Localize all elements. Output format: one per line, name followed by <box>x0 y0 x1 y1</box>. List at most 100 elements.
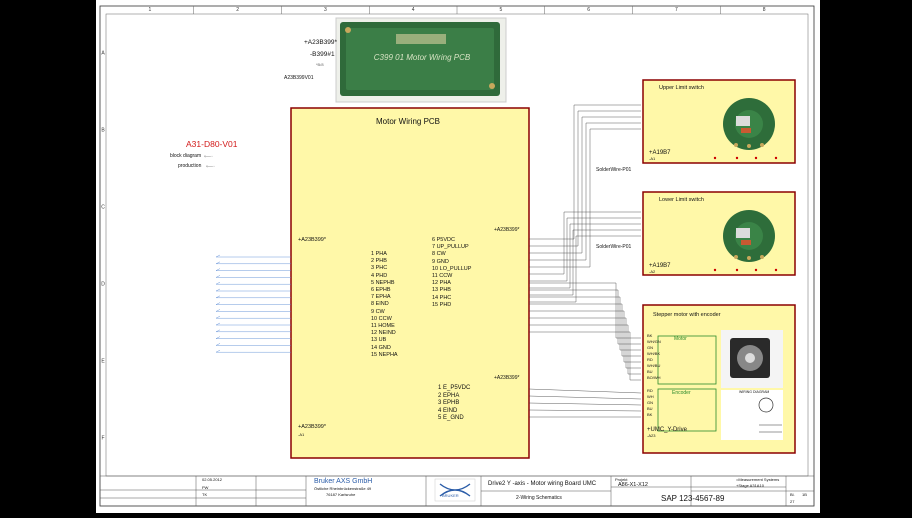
column-marker: 7 <box>675 7 678 13</box>
pin-label: 7 UP_PULLUP <box>432 244 469 251</box>
pin-label: WH/GN <box>647 339 661 344</box>
pin-label: 8 CW <box>432 251 446 258</box>
pcb-ref-right-top: +A23B399* <box>494 227 520 233</box>
pin-label: BK <box>647 333 653 338</box>
upper-switch-sub: -A1 <box>649 156 656 161</box>
pin-label: WH <box>647 394 654 399</box>
pin-label: 12 PHA <box>432 280 451 287</box>
pin-label: 9 CW <box>371 308 385 315</box>
pcb-ref-bottom: +A23B399* <box>298 424 326 430</box>
lower-limit-switch-box <box>642 191 796 276</box>
stepper-title: Stepper motor with encoder <box>653 312 721 318</box>
tb-subtitle: 2-Wiring Schematics <box>516 495 562 501</box>
ref-top-2: -B399#1 <box>310 51 335 58</box>
link-arrow-icon: ⟵◦ <box>206 164 215 170</box>
photo-caption: A23B399V01 <box>284 75 314 81</box>
ref-top-3: *B/8 <box>316 62 324 67</box>
pin-label: 2 EPHA <box>438 392 460 399</box>
pin-label: 1 PHA <box>371 251 387 257</box>
tb-sheets: 1B <box>802 492 807 497</box>
pcb-ref-right-bottom: +A23B399* <box>494 375 520 381</box>
bruker-logo <box>434 478 476 502</box>
pin-label: 2 PHB <box>371 258 387 265</box>
lower-switch-title: Lower Limit switch <box>659 197 704 203</box>
doc-id: A31-D80-V01 <box>186 139 238 149</box>
column-marker: 4 <box>412 7 415 13</box>
pin-label: 15 NEPHA <box>371 351 398 358</box>
pin-label: 11 HOME <box>371 323 395 329</box>
tb-sheet: 27 <box>790 499 795 504</box>
encoder-group-label: Encoder <box>672 390 691 396</box>
pin-label: 5 NEPHB <box>371 279 395 286</box>
column-marker: 5 <box>499 7 502 13</box>
tb-date: 02.05.2012 <box>202 477 223 482</box>
tb-sheets-label: Bl. <box>790 492 795 497</box>
pcb-ref-left: +A23B399* <box>298 237 326 243</box>
column-marker: 1 <box>148 7 151 13</box>
column-marker: 8 <box>763 7 766 13</box>
tb-sap: SAP 123-4567-89 <box>661 494 725 503</box>
pin-label: 13 UB <box>371 337 387 344</box>
tb-right1: =Measurement Systems <box>736 477 780 482</box>
tb-brand: BRUKER <box>442 493 459 498</box>
motor-group-label: Motor <box>674 336 687 342</box>
title-block <box>99 475 815 507</box>
tb-right2: +Stage A31A10 <box>736 483 764 488</box>
column-marker: 2 <box>236 7 239 13</box>
tb-project: A86-X1-X12 <box>618 482 648 488</box>
pin-label: 3 EPHB <box>438 400 460 407</box>
pin-label: 5 E_GND <box>438 415 464 422</box>
pin-label: 11 CCW <box>432 273 453 279</box>
stepper-ref: +UMC_Y-Drive <box>647 427 687 433</box>
tb-project-label: Projekt <box>615 477 628 482</box>
tb-name2: TK <box>202 492 208 497</box>
upper-switch-ref: +A19B7 <box>649 150 671 156</box>
pcb-photo: C399 01 Motor Wiring PCB <box>335 17 507 103</box>
pin-label: 10 LO_PULLUP <box>432 265 472 272</box>
pin-label: 8 EIND <box>371 301 389 308</box>
link-production[interactable]: production <box>178 163 202 169</box>
pin-label: 7 EPHA <box>371 294 391 301</box>
row-marker: D <box>101 282 105 288</box>
pin-label: RD <box>647 388 653 393</box>
upper-limit-switch-box <box>642 79 796 164</box>
pin-label: 4 PHD <box>371 272 388 279</box>
pin-label: RD <box>647 357 653 362</box>
pcb-photo-label: C399 01 Motor Wiring PCB <box>374 53 471 62</box>
pin-label: 6 P5VDC <box>432 237 455 243</box>
pin-label: 4 EIND <box>438 407 458 414</box>
tb-address2: 76187 Karlsruhe <box>326 492 356 497</box>
upper-switch-title: Upper Limit switch <box>659 85 704 91</box>
upper-solderwire: SolderWire-P01 <box>596 167 632 173</box>
pin-label: 3 PHC <box>371 265 388 272</box>
pin-label: 6 EPHB <box>371 287 391 293</box>
column-marker: 3 <box>324 7 327 13</box>
row-marker: C <box>101 205 105 211</box>
lower-switch-ref: +A19B7 <box>649 263 671 269</box>
tb-name1: PW <box>202 485 209 490</box>
pin-label: GN <box>647 345 653 350</box>
pin-label: WH/BK <box>647 351 661 356</box>
wiring-diagram-label: WIRING DIAGRAM <box>739 390 770 394</box>
pin-label: 13 PHB <box>432 287 451 294</box>
pin-label: 10 CCW <box>371 315 392 322</box>
pcb-box <box>290 107 530 459</box>
pin-label: GN <box>647 400 653 405</box>
pin-label: BU <box>647 406 653 411</box>
pin-label: 14 PHC <box>432 294 452 301</box>
lower-solderwire: SolderWire-P01 <box>596 244 632 250</box>
pcb-title: Motor Wiring PCB <box>376 117 441 126</box>
pin-label: BO/WH <box>647 375 661 380</box>
connection-wires <box>528 104 642 418</box>
pin-label: 9 GND <box>432 258 449 265</box>
pcb-ref-bottom-sub: -A1 <box>298 432 305 437</box>
pin-label: WH/BU <box>647 363 661 368</box>
link-block-diagram[interactable]: block diagram <box>170 153 202 159</box>
ref-top-1: +A23B399* <box>304 39 338 46</box>
tb-title: Drive2 Y -axis - Motor wiring Board UMC <box>488 481 597 487</box>
tb-address1: Östliche Rheinbrückenstraße 49 <box>314 486 372 491</box>
